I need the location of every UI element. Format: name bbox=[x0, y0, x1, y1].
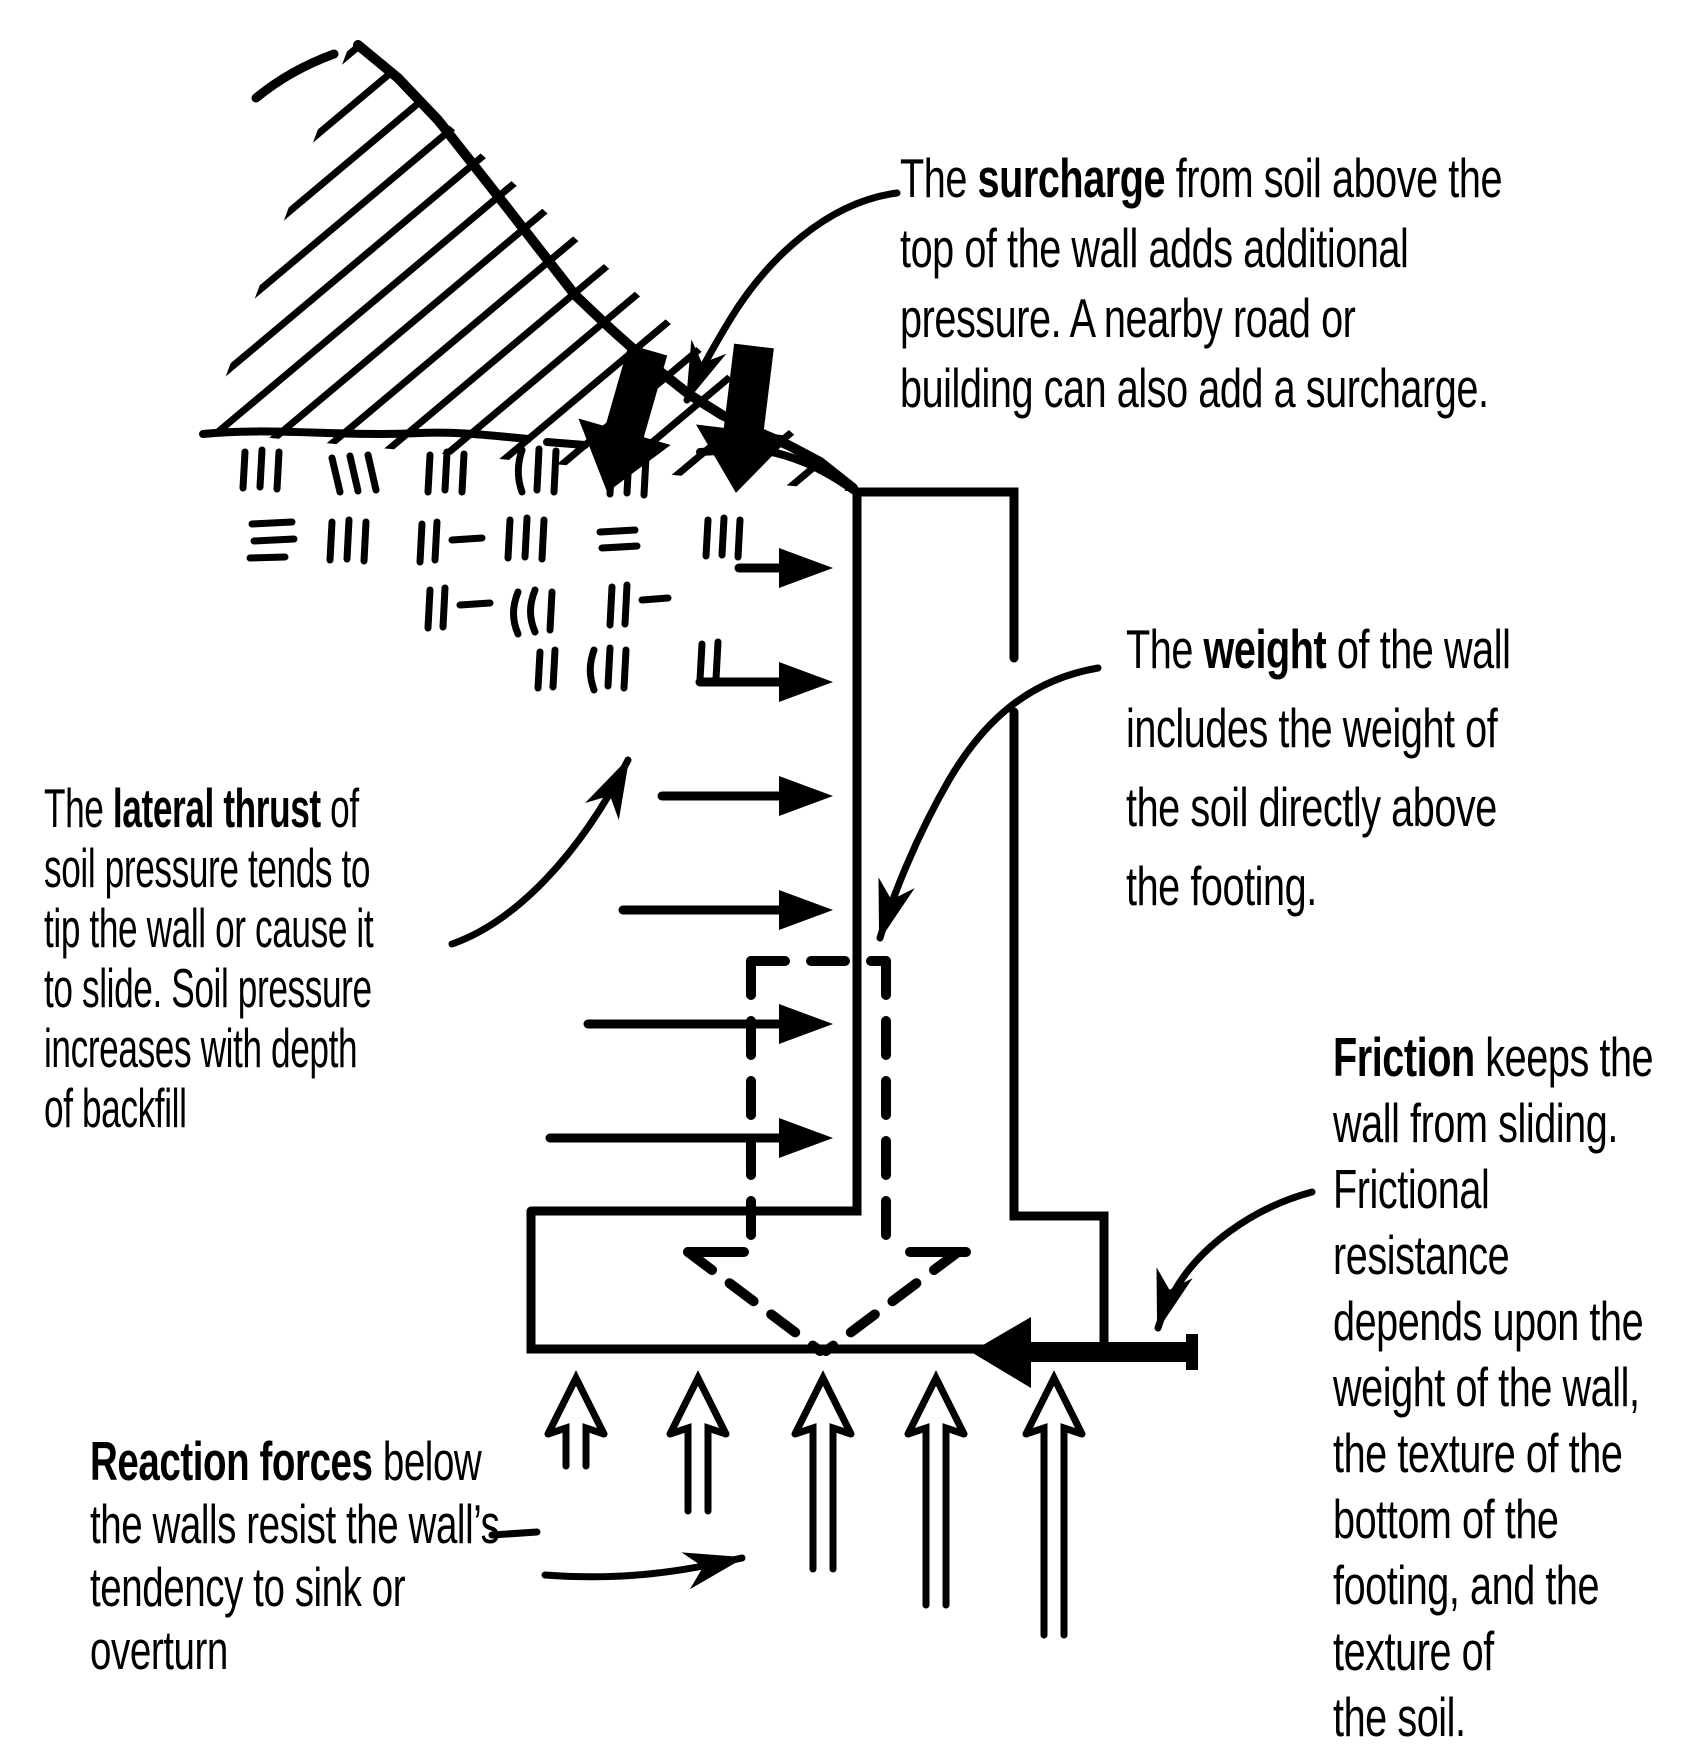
text-line: top of the wall adds additional bbox=[900, 217, 1409, 279]
text-line: footing, and the bbox=[1333, 1554, 1600, 1616]
lateral-thrust-arrow bbox=[583, 1004, 833, 1044]
text-line: resistance bbox=[1333, 1224, 1510, 1286]
text-line: the footing. bbox=[1126, 855, 1317, 917]
annotation-friction: Friction keeps the wall from sliding. Fr… bbox=[1333, 1024, 1654, 1748]
text-line: overturn bbox=[90, 1619, 228, 1681]
surcharge-leader-line bbox=[683, 189, 901, 404]
text-line: wall from sliding. bbox=[1333, 1092, 1618, 1154]
text-line: the soil. bbox=[1333, 1686, 1466, 1748]
annotation-reaction-forces: Reaction forces below the walls resist t… bbox=[90, 1430, 500, 1682]
text-line: The weight of the wall bbox=[1126, 618, 1511, 680]
reaction-arrows bbox=[544, 1370, 1086, 1639]
text-line: Friction keeps the bbox=[1333, 1026, 1654, 1088]
text-line: increases with depth bbox=[44, 1017, 358, 1079]
text-line: the walls resist the wall’s bbox=[90, 1493, 500, 1555]
lateral-thrust-leader-line bbox=[448, 756, 632, 948]
reaction-arrow bbox=[904, 1370, 968, 1609]
surcharge-arrow-left bbox=[578, 344, 671, 493]
wall-outline bbox=[526, 487, 1109, 1354]
text-line: building can also add a surcharge. bbox=[900, 357, 1489, 419]
lateral-thrust-arrow bbox=[545, 1118, 833, 1158]
text-line: weight of the wall, bbox=[1333, 1356, 1640, 1418]
surcharge-arrow-right bbox=[695, 343, 792, 493]
text-line: soil pressure tends to bbox=[44, 837, 371, 899]
slope-crest-top-stroke bbox=[251, 49, 339, 103]
text-line: tendency to sink or bbox=[90, 1556, 406, 1618]
soil-scribbles bbox=[239, 445, 744, 694]
reaction-leader-dash bbox=[488, 1528, 541, 1539]
friction-leader-line bbox=[1154, 1188, 1316, 1332]
text-line: The lateral thrust of bbox=[44, 777, 359, 839]
text-line: bottom of the bbox=[1333, 1488, 1559, 1550]
text-line: to slide. Soil pressure bbox=[44, 957, 372, 1019]
text-line: pressure. A nearby road or bbox=[900, 287, 1356, 349]
annotation-weight: The weight of the wall includes the weig… bbox=[1126, 610, 1511, 926]
reaction-arrow bbox=[666, 1370, 730, 1515]
text-line: texture of bbox=[1333, 1620, 1494, 1682]
text-line: depends upon the bbox=[1333, 1290, 1644, 1352]
text-line: tip the wall or cause it bbox=[44, 897, 374, 959]
text-line: the texture of the bbox=[1333, 1422, 1623, 1484]
surcharge-arrows bbox=[578, 343, 792, 493]
friction-arrow bbox=[971, 1317, 1198, 1388]
lateral-thrust-arrows bbox=[545, 548, 833, 1158]
reaction-arrow bbox=[791, 1370, 855, 1573]
lateral-thrust-arrow bbox=[657, 776, 833, 816]
text-line: Frictional bbox=[1333, 1158, 1490, 1220]
lateral-thrust-arrow bbox=[618, 890, 833, 930]
reaction-arrow bbox=[544, 1370, 608, 1470]
lateral-thrust-arrow bbox=[734, 548, 833, 588]
reaction-leader-line bbox=[541, 1552, 746, 1590]
reaction-arrow bbox=[1022, 1370, 1086, 1639]
annotation-lateral-thrust: The lateral thrust of soil pressure tend… bbox=[44, 777, 374, 1139]
text-line: The surcharge from soil above the bbox=[900, 147, 1503, 209]
text-line: of backfill bbox=[44, 1077, 187, 1139]
weight-leader-line bbox=[876, 664, 1102, 942]
weight-dashed-arrow bbox=[683, 956, 971, 1356]
text-line: includes the weight of bbox=[1126, 697, 1498, 759]
text-line: Reaction forces below bbox=[90, 1430, 482, 1492]
text-line: the soil directly above bbox=[1126, 776, 1497, 838]
annotation-surcharge: The surcharge from soil above the top of… bbox=[900, 143, 1502, 423]
lateral-thrust-arrow bbox=[695, 662, 833, 702]
